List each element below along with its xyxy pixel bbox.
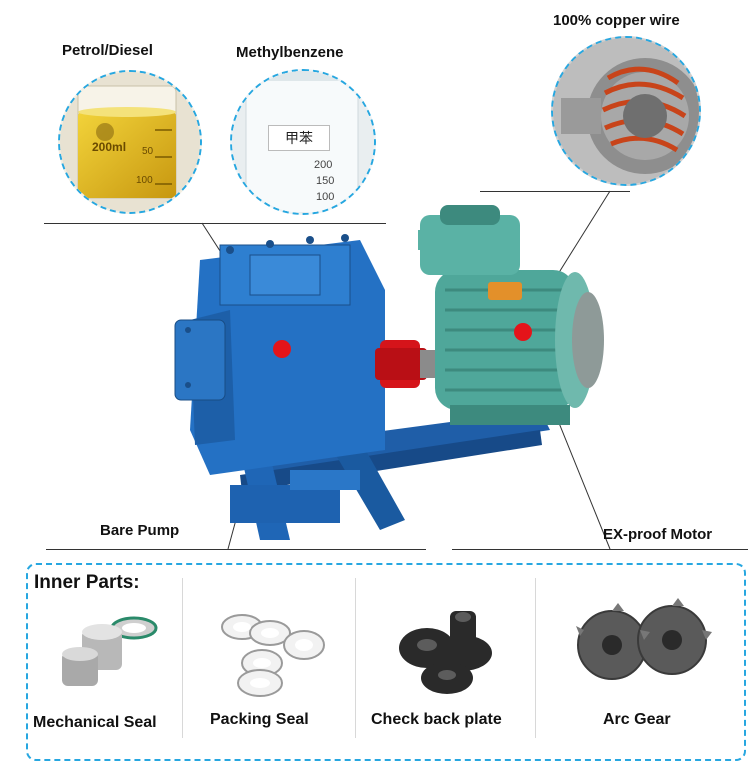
bottle-mark-200: 200: [314, 159, 333, 171]
top-right-divider: [480, 191, 630, 192]
inner-parts-panel: [26, 563, 746, 761]
beaker-mark-50: 50: [142, 146, 154, 157]
arc-gear-icon: [576, 598, 712, 680]
bottle-label: 甲苯: [268, 125, 330, 151]
mechanical-seal-icon: [62, 616, 158, 686]
part-label-mechanical-seal: Mechanical Seal: [33, 714, 157, 731]
divider-3: [535, 578, 536, 738]
bare-pump-label: Bare Pump: [100, 522, 180, 539]
part-label-packing-seal: Packing Seal: [210, 711, 309, 728]
inner-parts-title: Inner Parts:: [34, 572, 140, 593]
check-back-plate-icon: [399, 611, 492, 694]
copper-wire-image: [551, 36, 701, 186]
bottom-left-divider: [46, 549, 426, 550]
petrol-diesel-image: 200ml 50 100: [58, 70, 202, 214]
ex-proof-motor-label: EX-proof Motor: [603, 526, 713, 543]
beaker-icon: [60, 72, 200, 212]
beaker-mark-100: 100: [136, 175, 153, 186]
pump-marker: [273, 340, 291, 358]
methylbenzene-image: 甲苯 200 150 100: [230, 69, 376, 215]
part-label-check-back-plate: Check back plate: [371, 711, 502, 728]
bottle-mark-150: 150: [316, 175, 335, 187]
divider-2: [355, 578, 356, 738]
stator-winding-icon: [553, 38, 699, 184]
packing-seal-icon: [221, 614, 325, 697]
part-label-arc-gear: Arc Gear: [603, 711, 671, 728]
pump-motor-assembly: [174, 205, 604, 540]
petrol-diesel-label: Petrol/Diesel: [62, 42, 153, 59]
bottle-icon: [232, 71, 374, 213]
motor-marker: [514, 323, 532, 341]
methylbenzene-label: Methylbenzene: [236, 44, 344, 61]
beaker-volume-text: 200ml: [92, 140, 127, 154]
divider-1: [182, 578, 183, 738]
top-left-divider: [44, 223, 386, 224]
copper-wire-label: 100% copper wire: [553, 12, 680, 29]
bottle-mark-100: 100: [316, 191, 335, 203]
bottom-right-divider: [452, 549, 748, 550]
